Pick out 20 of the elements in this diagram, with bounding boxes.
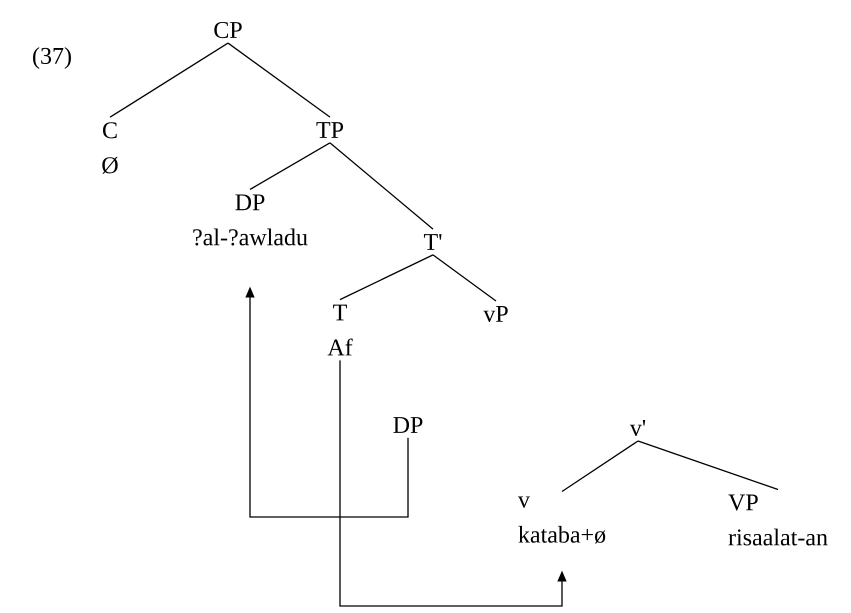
category-label: TP	[316, 122, 344, 138]
tree-branch	[340, 254, 434, 300]
tree-node-label: DP ?al-?awladu	[193, 194, 308, 246]
category-label: DP	[393, 417, 422, 433]
category-label: T'	[424, 234, 442, 250]
tree-branch	[432, 254, 496, 302]
tree-node-label: C Ø	[102, 122, 118, 174]
tree-branch	[330, 142, 434, 230]
tree-node-label: v kataba+ø	[518, 496, 606, 544]
tree-branch	[562, 440, 638, 492]
category-label: v'	[630, 420, 646, 436]
tree-branch	[110, 42, 228, 118]
tree-branch	[638, 440, 778, 490]
tree-node-label: T Af	[328, 304, 353, 356]
example-number: (37)	[33, 47, 71, 69]
category-label: vP	[483, 306, 508, 322]
tree-branch	[228, 42, 330, 118]
category-label: CP	[214, 22, 242, 38]
tree-node-label: VP risaalat-an	[728, 494, 828, 546]
tree-branch	[250, 142, 330, 190]
